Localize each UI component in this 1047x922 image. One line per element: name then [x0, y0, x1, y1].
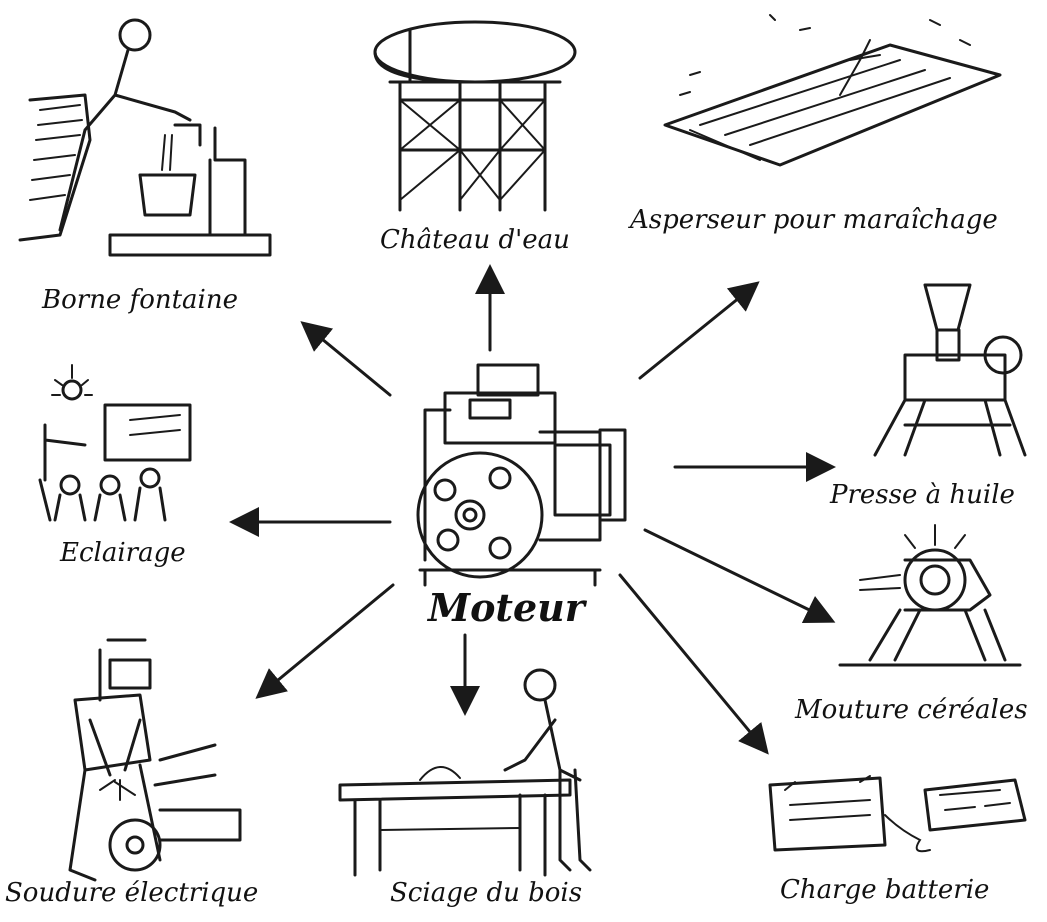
label-sciage-bois: Sciage du bois — [390, 878, 582, 908]
battery-charger-icon — [770, 776, 1025, 851]
arrow-to-soudure — [260, 585, 393, 695]
engine-icon — [418, 365, 625, 585]
label-mouture-cereales: Mouture céréales — [795, 695, 1028, 725]
sprinkler-field-icon — [665, 15, 1000, 165]
label-soudure-electrique: Soudure électrique — [5, 878, 258, 908]
arrow-to-borne — [305, 325, 390, 395]
grain-mill-icon — [840, 525, 1020, 665]
welder-icon — [70, 640, 240, 880]
label-chateau-eau: Château d'eau — [380, 225, 570, 255]
label-eclairage: Eclairage — [60, 538, 186, 568]
water-tower-icon — [375, 22, 575, 210]
arrow-to-charge — [620, 575, 765, 750]
label-presse-huile: Presse à huile — [830, 480, 1015, 510]
lightbulb-icon — [40, 365, 190, 520]
label-borne-fontaine: Borne fontaine — [42, 285, 238, 315]
label-asperseur: Asperseur pour maraîchage — [630, 205, 998, 235]
label-charge-batterie: Charge batterie — [780, 875, 989, 905]
oil-press-icon — [875, 285, 1025, 455]
arrow-to-asperseur — [640, 285, 755, 378]
water-pump-icon — [20, 20, 270, 255]
arrow-to-mouture — [645, 530, 830, 620]
arrows — [235, 270, 830, 750]
label-moteur: Moteur — [428, 585, 585, 630]
